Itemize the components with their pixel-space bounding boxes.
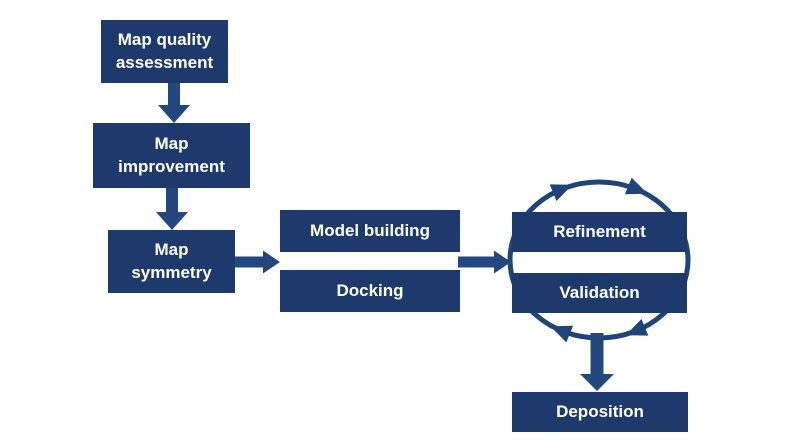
node-model-building: Model building — [280, 210, 460, 252]
node-label: Model building — [310, 220, 430, 240]
node-map-symmetry: Map symmetry — [108, 230, 235, 293]
node-docking: Docking — [280, 270, 460, 312]
arrow-validation-to-deposition-icon — [580, 333, 614, 391]
arrow-modelbuilding-to-refinement-icon — [458, 250, 511, 274]
node-label: Deposition — [556, 401, 644, 421]
arrow-symmetry-to-modelbuilding-icon — [234, 250, 280, 274]
node-map-improvement: Map improvement — [93, 123, 250, 188]
node-label: Map quality assessment — [115, 30, 214, 72]
cycle-arrowhead-top-left-icon — [549, 184, 573, 201]
node-refinement: Refinement — [512, 212, 687, 252]
node-map-quality-assessment: Map quality assessment — [101, 20, 228, 83]
arrow-quality-to-improvement-icon — [158, 81, 190, 123]
cycle-arrowhead-bottom-right-icon — [625, 319, 649, 336]
arrow-improvement-to-symmetry-icon — [156, 186, 188, 230]
node-label: Map symmetry — [131, 240, 212, 282]
cycle-arrowhead-top-right-icon — [624, 177, 648, 195]
cycle-circle — [507, 179, 691, 341]
node-label: Validation — [559, 282, 640, 302]
node-label: Map improvement — [118, 134, 225, 176]
cycle-arrowhead-bottom-left-icon — [550, 325, 574, 343]
node-label: Refinement — [553, 221, 646, 241]
node-validation: Validation — [512, 273, 687, 313]
node-label: Docking — [336, 280, 404, 300]
node-deposition: Deposition — [512, 392, 688, 432]
